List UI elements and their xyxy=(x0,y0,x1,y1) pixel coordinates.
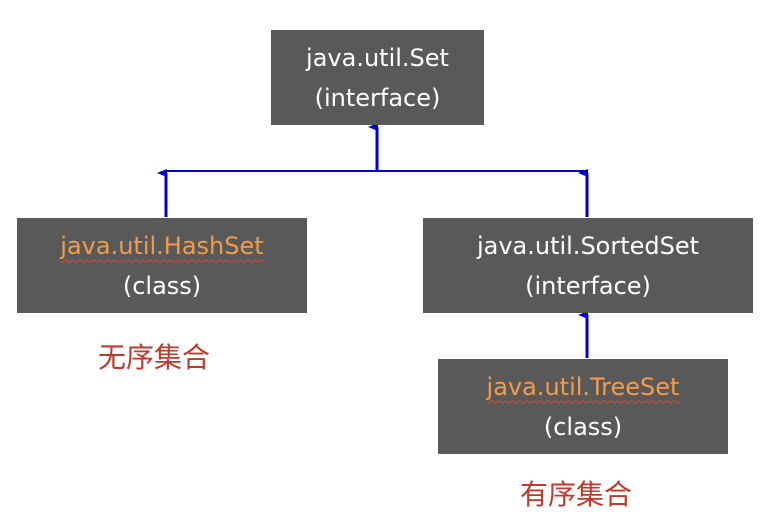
caption-ordered-set: 有序集合 xyxy=(520,478,633,511)
node-kind: (interface) xyxy=(525,271,651,300)
node-kind: (class) xyxy=(543,412,623,441)
node-kind: (class) xyxy=(122,271,202,300)
node-kind: (interface) xyxy=(314,83,441,112)
node-name: java.util.Set xyxy=(306,43,449,72)
caption-unordered-set: 无序集合 xyxy=(98,341,211,374)
node-java-util-hashset: java.util.HashSet (class) xyxy=(17,218,307,313)
node-java-util-treeset: java.util.TreeSet (class) xyxy=(438,359,728,454)
node-name-link[interactable]: java.util.HashSet xyxy=(60,231,264,260)
node-java-util-sortedset: java.util.SortedSet (interface) xyxy=(423,218,753,313)
node-java-util-set: java.util.Set (interface) xyxy=(271,30,484,125)
node-name: java.util.SortedSet xyxy=(476,231,700,260)
node-name-link[interactable]: java.util.TreeSet xyxy=(486,372,680,401)
